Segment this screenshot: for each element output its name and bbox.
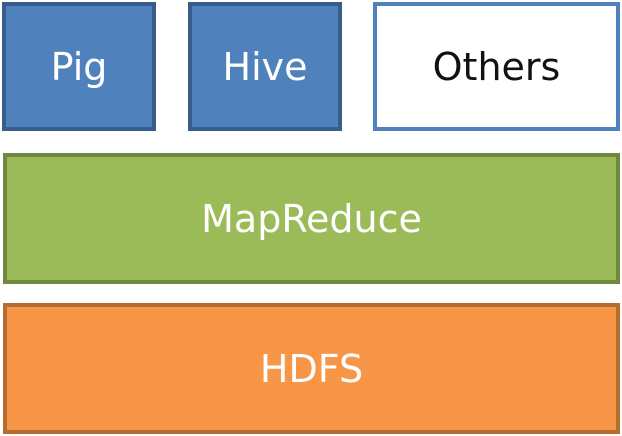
mapreduce-layer: MapReduce [3, 153, 620, 284]
hdfs-layer: HDFS [3, 303, 620, 434]
hive-box: Hive [188, 2, 342, 131]
others-box: Others [373, 2, 620, 131]
others-label: Others [432, 44, 561, 89]
hive-label: Hive [222, 44, 308, 89]
hdfs-label: HDFS [259, 346, 364, 391]
pig-label: Pig [50, 44, 108, 89]
pig-box: Pig [2, 2, 156, 131]
mapreduce-label: MapReduce [201, 196, 422, 241]
